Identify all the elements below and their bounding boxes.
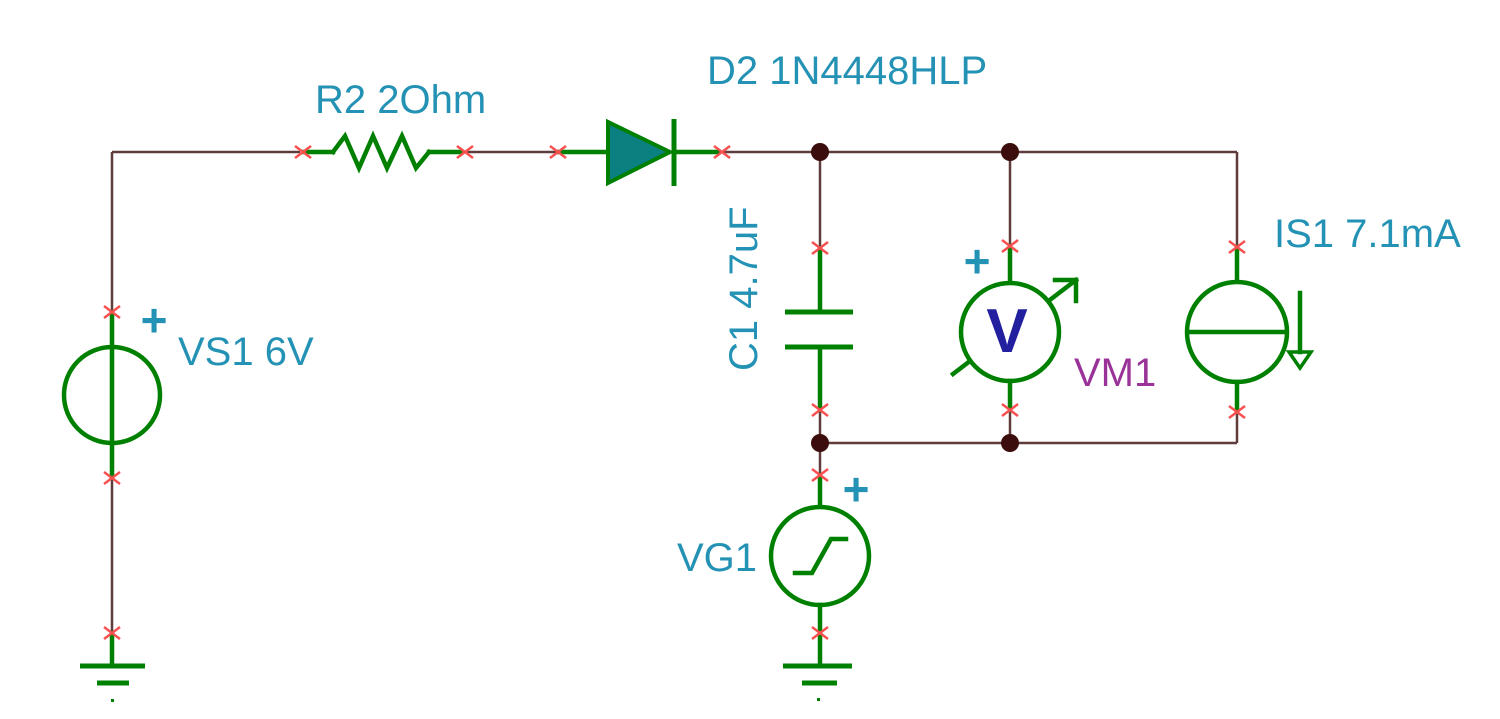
- generator-ramp-waveform: [792, 536, 849, 576]
- c1-label[interactable]: C1 4.7uF: [722, 206, 766, 371]
- vs1-polarity-plus: +: [141, 294, 168, 346]
- resistor-zigzag: [329, 130, 433, 174]
- vg1-polarity-plus: +: [843, 463, 870, 515]
- component-vm1-voltmeter[interactable]: V + VM1: [949, 235, 1156, 413]
- wires: [110, 150, 1239, 633]
- junction-dot: [811, 143, 829, 161]
- component-vg1-generator[interactable]: + VG1: [677, 463, 872, 636]
- voltmeter-v-letter: V: [986, 297, 1027, 366]
- vm1-label[interactable]: VM1: [1074, 351, 1156, 395]
- origin-dot: [817, 698, 820, 701]
- component-r2-resistor[interactable]: R2 2Ohm: [300, 78, 486, 174]
- component-vs1-voltage-source[interactable]: + VS1 6V: [61, 294, 314, 481]
- d2-label[interactable]: D2 1N4448HLP: [707, 49, 987, 93]
- ground-symbol-left[interactable]: [80, 630, 145, 702]
- ground-symbol-vg1[interactable]: [783, 630, 852, 701]
- junction-dot: [1001, 434, 1019, 452]
- vs1-label[interactable]: VS1 6V: [178, 330, 314, 374]
- component-d2-diode[interactable]: D2 1N4448HLP: [555, 49, 987, 187]
- current-direction-arrowhead: [1285, 350, 1315, 372]
- junction-dot: [811, 434, 829, 452]
- vm1-polarity-plus: +: [964, 235, 991, 287]
- component-c1-capacitor[interactable]: C1 4.7uF: [722, 206, 853, 413]
- junction-dot: [1001, 143, 1019, 161]
- r2-label[interactable]: R2 2Ohm: [315, 78, 486, 122]
- is1-label[interactable]: IS1 7.1mA: [1274, 212, 1461, 256]
- vg1-label[interactable]: VG1: [677, 536, 757, 580]
- origin-dot: [111, 699, 114, 702]
- diode-triangle: [606, 118, 675, 187]
- junction-dots: [811, 143, 1019, 452]
- component-is1-current-source[interactable]: IS1 7.1mA: [1184, 212, 1461, 415]
